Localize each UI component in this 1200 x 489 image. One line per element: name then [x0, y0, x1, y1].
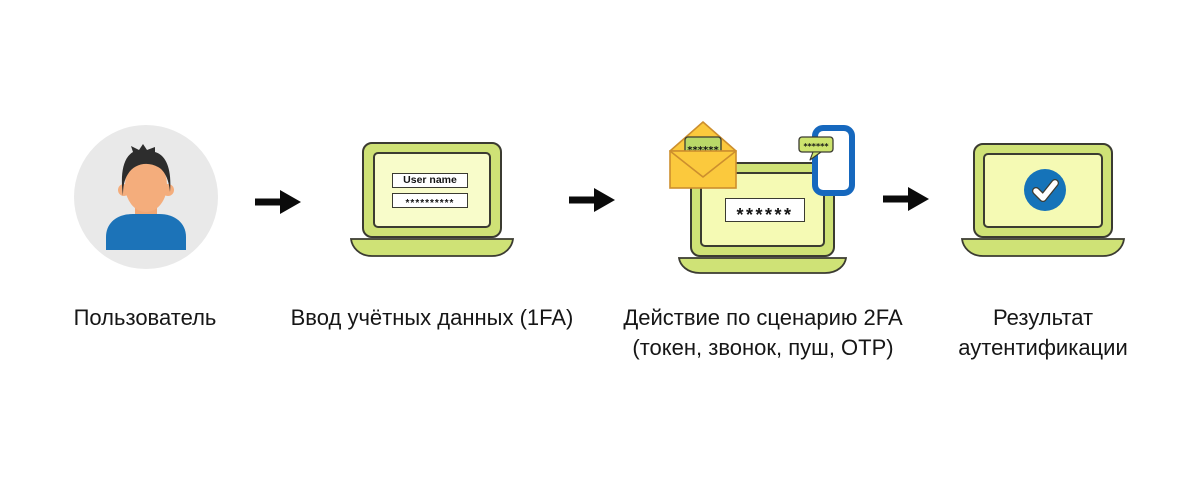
flow-arrow-2-icon [569, 188, 615, 212]
flow-arrow-3-icon [883, 187, 929, 211]
step-label-2fa-line1: Действие по сценарию 2FA [623, 305, 903, 330]
laptop-result-screen [983, 153, 1103, 228]
step-label-result: Результат аутентификации [933, 303, 1153, 363]
step-label-1fa: Ввод учётных данных (1FA) [290, 305, 574, 330]
email-envelope-icon: ****** [669, 121, 737, 189]
sms-code-text: ****** [803, 142, 829, 151]
step-label-result-line1: Результат [992, 305, 1094, 330]
step-label-2fa: Действие по сценарию 2FA (токен, звонок,… [608, 303, 918, 363]
flow-arrow-1-icon [255, 190, 301, 214]
step-label-result-line2: аутентификации [958, 335, 1128, 360]
laptop-2fa-base [677, 257, 848, 274]
password-field: ********** [392, 193, 468, 208]
otp-code-field: ****** [725, 198, 805, 222]
user-avatar-icon [74, 125, 218, 269]
laptop-result-base [960, 238, 1126, 257]
success-check-icon [1024, 169, 1066, 211]
phone-sms-icon: ****** [798, 125, 855, 196]
laptop-1fa-base [349, 238, 515, 257]
step-label-user: Пользователь [73, 305, 217, 330]
username-field: User name [392, 173, 468, 188]
laptop-1fa-screen [373, 152, 491, 228]
step-label-2fa-line2: (токен, звонок, пуш, OTP) [632, 335, 894, 360]
